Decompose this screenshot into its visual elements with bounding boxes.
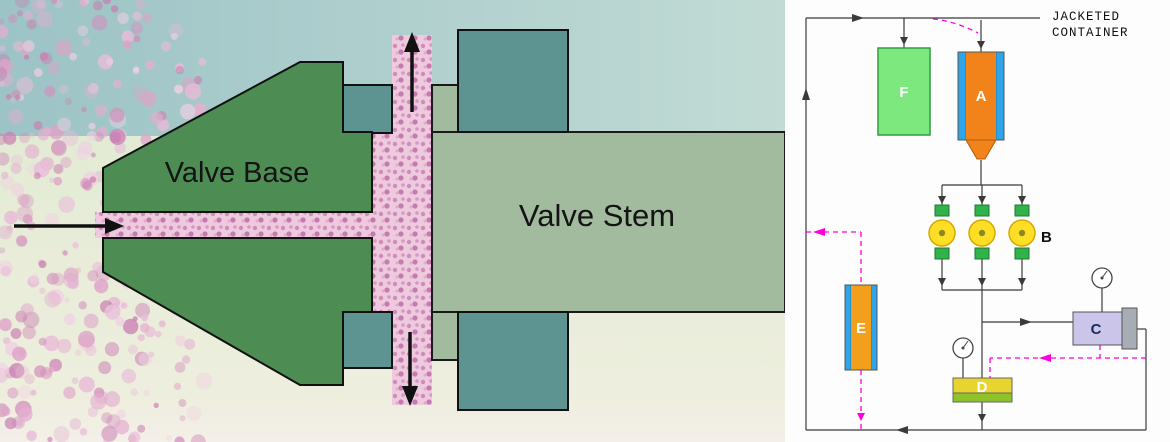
arrow-top-right xyxy=(852,14,864,22)
unit-d-label: D xyxy=(977,379,988,396)
pump-icon xyxy=(928,204,956,260)
outlet-arrow-up-head xyxy=(404,32,420,52)
arrow-left-up xyxy=(802,88,810,100)
arrow-into-pump3 xyxy=(1018,196,1026,204)
title-line-1: JACKETED xyxy=(1052,10,1120,24)
valve-stem xyxy=(431,84,785,361)
inlet-arrow-head xyxy=(105,218,124,234)
pressure-gauge-c xyxy=(1091,267,1113,289)
unit-a-label: A xyxy=(976,88,987,105)
jacket-lines xyxy=(806,18,1146,430)
vessel-a: A xyxy=(957,51,1005,160)
unit-f-label: F xyxy=(899,84,908,101)
column-e-jacket-right xyxy=(870,284,878,371)
unit-d-base xyxy=(952,392,1013,403)
valve-seat-lower-right xyxy=(457,311,569,411)
process-flow-diagram: F A xyxy=(785,0,1170,442)
valve-seat-blocks xyxy=(342,29,569,411)
arrow-out-pump3 xyxy=(1018,278,1026,286)
flow-channel-up xyxy=(372,35,432,212)
column-e-jacket-left xyxy=(844,284,852,371)
pump-icon xyxy=(1008,204,1036,260)
flow-channel-horizontal xyxy=(95,212,432,238)
vessel-a-funnel xyxy=(965,139,997,160)
unit-c-body xyxy=(1072,311,1123,346)
jacket-arrow-down xyxy=(857,413,865,421)
valve-base-lower xyxy=(102,237,373,386)
arrow-into-f xyxy=(900,37,908,45)
pump-icon xyxy=(968,204,996,260)
vessel-a-jacket-right xyxy=(995,51,1005,141)
title-line-2: CONTAINER xyxy=(1052,26,1129,40)
unit-c-label: C xyxy=(1091,321,1102,338)
valve-base-upper xyxy=(102,61,373,213)
diagram-title: JACKETED CONTAINER xyxy=(1052,10,1129,40)
arrow-out-pump2 xyxy=(978,278,986,286)
unit-d: D xyxy=(952,377,1013,403)
jacket-arrow-cd xyxy=(1039,354,1051,362)
arrow-into-a xyxy=(977,41,985,49)
heat-exchanger-e: E xyxy=(844,284,878,371)
unit-e-label: E xyxy=(856,320,866,337)
arrow-out-pump1 xyxy=(938,278,946,286)
valve-stem-label: Valve Stem xyxy=(519,198,675,233)
tank-f: F xyxy=(877,47,931,136)
arrow-bottom-left xyxy=(896,426,908,434)
valve-seat-upper-left xyxy=(342,84,393,134)
valve-cross-section-diagram: Valve Base Valve Stem xyxy=(0,0,785,442)
process-arrowheads xyxy=(802,14,1032,434)
unit-c-cap xyxy=(1121,307,1138,350)
arrow-out-d xyxy=(978,414,986,422)
outlet-arrow-down-head xyxy=(402,386,418,406)
column-e-body xyxy=(851,285,871,370)
flow-channel-down xyxy=(372,238,432,405)
jacket-arrow-left xyxy=(813,228,825,236)
flow-arrows xyxy=(14,32,420,406)
jacket-line-to-a xyxy=(932,18,979,34)
unit-b-label: B xyxy=(1041,229,1052,246)
pressure-gauge-d xyxy=(952,337,974,359)
vessel-a-jacket-left xyxy=(957,51,967,141)
valve-base-label: Valve Base xyxy=(165,157,310,189)
valve-seat-lower-left xyxy=(342,311,393,369)
arrow-into-c xyxy=(1020,318,1032,326)
vessel-a-body xyxy=(966,52,996,140)
pump-array-b: B xyxy=(928,204,1052,260)
arrow-into-pump2 xyxy=(978,196,986,204)
valve-seat-upper-right xyxy=(457,29,569,133)
unit-c: C xyxy=(1072,307,1138,350)
arrow-into-pump1 xyxy=(938,196,946,204)
